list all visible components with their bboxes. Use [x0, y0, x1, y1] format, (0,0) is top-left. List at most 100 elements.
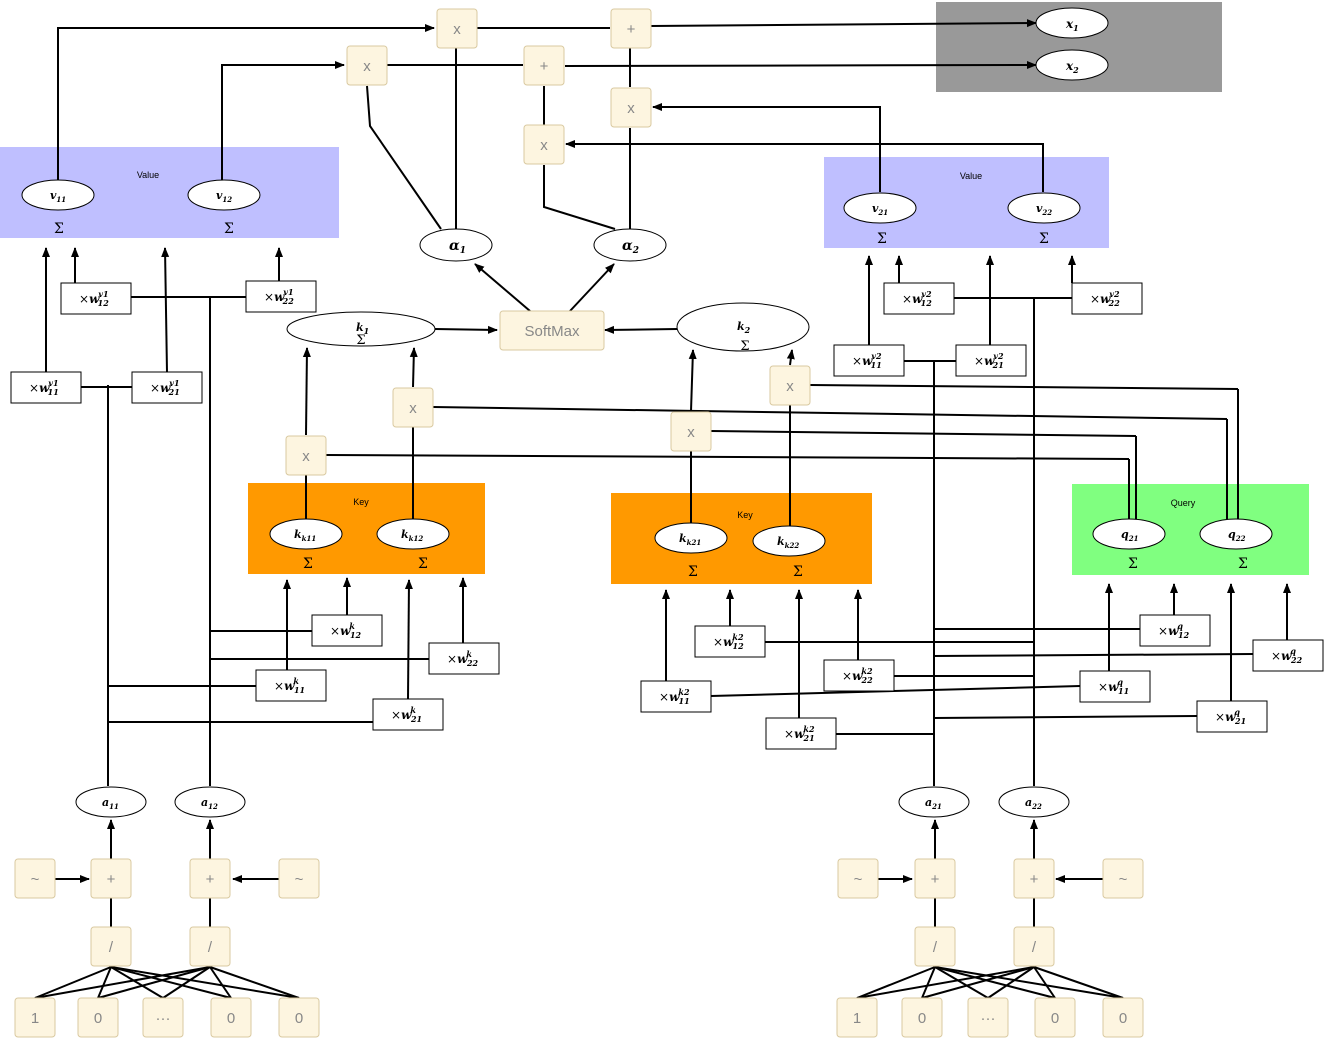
- svg-text:v21: v21: [872, 202, 888, 217]
- kk22-sigma: Σ: [793, 564, 803, 580]
- svg-text:a11: a11: [102, 796, 119, 811]
- svg-text:Σ: Σ: [740, 339, 749, 354]
- kk12-node: kk12: [376, 518, 450, 550]
- v12-node: v12: [187, 179, 261, 211]
- input-one-2: 1: [836, 997, 878, 1038]
- svg-text:x2: x2: [1065, 59, 1079, 75]
- multiply-op-k22: x: [769, 365, 811, 406]
- svg-text:0: 0: [1051, 1010, 1059, 1027]
- svg-text:/: /: [933, 939, 938, 956]
- multiply-op-mid: x: [523, 124, 565, 165]
- svg-text:/: /: [109, 939, 114, 956]
- a12-node: a12: [174, 786, 246, 818]
- key-region-2: [611, 493, 872, 584]
- v21-sigma: Σ: [877, 231, 887, 247]
- tilde-op-3: ~: [837, 858, 879, 899]
- svg-text:kk21: kk21: [679, 532, 701, 547]
- value-region-1-label: Value: [137, 170, 159, 180]
- kk11-node: kk11: [269, 518, 343, 550]
- svg-text:x: x: [409, 400, 417, 417]
- add-op-left: +: [523, 45, 565, 86]
- svg-text:v22: v22: [1036, 202, 1052, 217]
- v21-node: v21: [843, 192, 917, 224]
- svg-text:x: x: [786, 378, 794, 395]
- kk22-node: kk22: [752, 525, 826, 557]
- v12-sigma: Σ: [224, 221, 234, 237]
- input-dots-1: ···: [142, 997, 184, 1038]
- svg-text:α2: α2: [622, 238, 639, 256]
- svg-text:a22: a22: [1025, 796, 1042, 811]
- a22-node: a22: [998, 786, 1070, 818]
- svg-text:kk22: kk22: [777, 535, 799, 550]
- tilde-op-4: ~: [1102, 858, 1144, 899]
- v11-node: v11: [21, 179, 95, 211]
- svg-text:0: 0: [1119, 1010, 1127, 1027]
- key-region-1-label: Key: [353, 497, 369, 507]
- div-op-4: /: [1013, 926, 1055, 967]
- tilde-op-2: ~: [278, 858, 320, 899]
- svg-text:q21: q21: [1121, 528, 1138, 543]
- svg-text:α1: α1: [449, 238, 466, 256]
- v11-sigma: Σ: [54, 221, 64, 237]
- alpha-1: α1: [419, 228, 493, 262]
- svg-text:x1: x1: [1065, 17, 1079, 33]
- svg-text:+: +: [107, 871, 116, 888]
- svg-text:~: ~: [295, 871, 304, 888]
- svg-text:~: ~: [31, 871, 40, 888]
- svg-text:k2: k2: [737, 320, 751, 335]
- add-op-a12: +: [189, 858, 231, 899]
- div-op-3: /: [914, 926, 956, 967]
- multiply-op-right: x: [610, 87, 652, 128]
- svg-text:x: x: [540, 137, 548, 154]
- svg-text:~: ~: [854, 871, 863, 888]
- svg-text:~: ~: [1119, 871, 1128, 888]
- input-zero-1: 0: [77, 997, 119, 1038]
- q22-node: q22: [1199, 518, 1273, 550]
- svg-text:x: x: [363, 58, 371, 75]
- add-op-a22: +: [1013, 858, 1055, 899]
- input-zero-3: 0: [278, 997, 320, 1038]
- input-zero-2: 0: [210, 997, 252, 1038]
- add-op-a11: +: [90, 858, 132, 899]
- svg-text:···: ···: [156, 1010, 171, 1027]
- kk21-sigma: Σ: [688, 564, 698, 580]
- svg-text:x: x: [302, 448, 310, 465]
- input-zero-6: 0: [1102, 997, 1144, 1038]
- op-boxes: x + x + x x x x: [14, 8, 1144, 1038]
- svg-text:0: 0: [918, 1010, 926, 1027]
- svg-text:0: 0: [295, 1010, 303, 1027]
- svg-text:v12: v12: [216, 189, 232, 204]
- key-region-2-label: Key: [737, 510, 753, 520]
- k2-sum: k2 Σ: [676, 302, 810, 354]
- kk11-sigma: Σ: [303, 556, 313, 572]
- a11-node: a11: [75, 786, 147, 818]
- nodes: x1 x2 α1 α2 k1 Σ k2 Σ v11: [21, 7, 1273, 818]
- input-zero-4: 0: [901, 997, 943, 1038]
